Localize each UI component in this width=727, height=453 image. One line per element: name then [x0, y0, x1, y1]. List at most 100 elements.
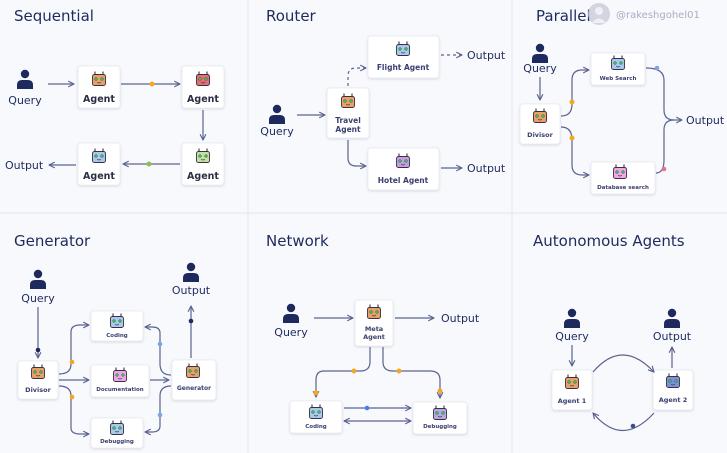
agent-card[interactable]: Agent [181, 65, 225, 109]
robot-icon [110, 313, 124, 328]
dot-marker [569, 99, 575, 105]
user-head [272, 104, 282, 114]
robot-icon [186, 363, 200, 378]
divisor-card[interactable]: Divisor [519, 103, 561, 145]
generator-card[interactable]: Generator [171, 359, 217, 401]
edge [58, 385, 89, 434]
user-icon [17, 69, 33, 89]
query-label: Query [274, 326, 308, 339]
agent-label: Agent [83, 171, 115, 182]
robot-icon [92, 148, 106, 163]
agent-label: Agent [187, 171, 219, 182]
dot-marker [396, 368, 402, 374]
edge [655, 119, 675, 174]
debugging-label: Debugging [100, 439, 134, 445]
dot-marker [157, 412, 163, 418]
meta-agent-label-line1: Meta [365, 325, 383, 333]
user-body [283, 314, 299, 323]
robot-icon [92, 71, 106, 86]
dot-marker [630, 423, 636, 429]
agent2-card[interactable]: Agent 2 [652, 369, 694, 411]
edge [316, 347, 371, 397]
user-body [532, 54, 548, 63]
edge [347, 140, 366, 166]
user-icon [664, 308, 680, 328]
meta-agent-card[interactable]: Meta Agent [354, 299, 394, 347]
user-head [186, 262, 196, 272]
edge [145, 385, 172, 432]
agent-card[interactable]: Agent [77, 142, 121, 186]
dot-marker [654, 65, 660, 71]
agent-card[interactable]: Agent [181, 142, 225, 186]
dot-marker [69, 394, 75, 400]
edge-dashed [347, 68, 366, 86]
panel-sequential: Sequential Query Agent Agent Agent Agent [5, 7, 225, 186]
user-head [535, 43, 545, 53]
user-head [33, 269, 43, 279]
dot-marker [69, 359, 75, 365]
user-icon [532, 43, 548, 63]
debugging-label: Debugging [423, 424, 457, 430]
hotel-agent-label: Hotel Agent [378, 176, 429, 185]
dot-marker [188, 318, 194, 324]
robot-icon [341, 93, 355, 108]
dot-marker [313, 390, 319, 396]
agent2-label: Agent 2 [659, 396, 688, 404]
panel-autonomous: Autonomous Agents Query Output Agent 1 A… [533, 232, 694, 432]
user-icon [564, 308, 580, 328]
panel-router: Router Query Travel Agent Flight Agent O… [260, 7, 506, 191]
dot-marker [149, 81, 155, 87]
flight-agent-card[interactable]: Flight Agent [367, 35, 440, 79]
agent-card[interactable]: Agent [77, 65, 121, 109]
dot-marker [146, 161, 152, 167]
edge [58, 325, 89, 375]
debugging-card[interactable]: Debugging [90, 417, 144, 449]
coding-card[interactable]: Coding [289, 400, 343, 434]
agent1-card[interactable]: Agent 1 [551, 369, 593, 411]
user-head [20, 69, 30, 79]
travel-agent-card[interactable]: Travel Agent [326, 87, 370, 139]
query-label: Query [260, 125, 294, 138]
dot-marker [35, 347, 41, 353]
query-label: Query [523, 62, 557, 75]
edge [560, 70, 589, 117]
edge [645, 67, 682, 120]
avatar[interactable] [588, 3, 610, 25]
generator-label: Generator [177, 385, 211, 392]
robot-icon [110, 420, 124, 435]
panel-network: Network Query Meta Agent Output Coding D… [266, 232, 480, 435]
robot-icon [533, 108, 547, 123]
panel-title: Network [266, 232, 329, 250]
edge [145, 327, 172, 376]
coding-card[interactable]: Coding [90, 310, 144, 342]
coding-label: Coding [305, 424, 327, 430]
debugging-card[interactable]: Debugging [412, 401, 468, 435]
user-head [667, 308, 677, 318]
user-head [567, 308, 577, 318]
divisor-card[interactable]: Divisor [17, 360, 59, 400]
agent-label: Agent [83, 94, 115, 105]
user-head [286, 303, 296, 313]
robot-icon [666, 373, 680, 388]
coding-label: Coding [106, 333, 128, 339]
user-body [183, 273, 199, 282]
database-search-card[interactable]: Database search [590, 161, 656, 195]
query-label: Query [21, 292, 55, 305]
user-body [17, 80, 33, 89]
edge-curved [593, 413, 655, 432]
output-label: Output [5, 159, 44, 172]
robot-icon [196, 148, 210, 163]
hotel-agent-card[interactable]: Hotel Agent [367, 147, 440, 191]
web-search-card[interactable]: Web Search [590, 52, 646, 86]
user-body [664, 319, 680, 328]
divisor-label: Divisor [25, 386, 51, 394]
query-label: Query [555, 330, 589, 343]
output-label: Output [441, 312, 480, 325]
documentation-card[interactable]: Documentation [90, 364, 150, 398]
user-icon [269, 104, 285, 124]
user-icon [30, 269, 46, 289]
robot-icon [613, 164, 627, 179]
robot-icon [565, 374, 579, 389]
panel-title: Router [266, 7, 317, 25]
